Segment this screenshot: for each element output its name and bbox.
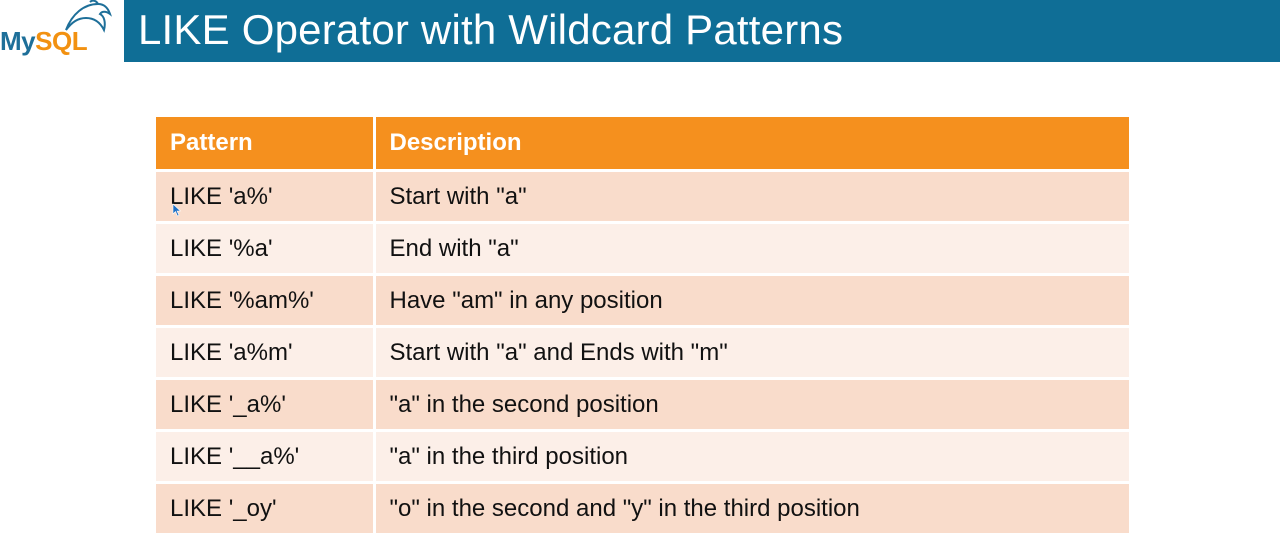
pattern-cell: LIKE '_oy' xyxy=(156,482,376,533)
logo-text-my: My xyxy=(0,26,36,56)
pattern-cell: LIKE 'a%' xyxy=(156,170,376,224)
header-bar xyxy=(124,0,1280,62)
description-cell: "a" in the third position xyxy=(374,430,1129,484)
slide-title: LIKE Operator with Wildcard Patterns xyxy=(138,6,844,53)
table-row: LIKE '__a%' "a" in the third position xyxy=(156,430,1129,484)
dolphin-icon xyxy=(65,0,112,33)
description-cell: Start with "a" and Ends with "m" xyxy=(374,326,1129,380)
description-cell: Start with "a" xyxy=(374,170,1129,224)
pattern-table: Pattern Description LIKE 'a%' Start with… xyxy=(156,117,1129,533)
pattern-table-container: Pattern Description LIKE 'a%' Start with… xyxy=(156,117,1129,533)
description-cell: End with "a" xyxy=(374,222,1129,276)
pattern-cell: LIKE '%a' xyxy=(156,222,376,276)
description-cell: "o" in the second and "y" in the third p… xyxy=(374,482,1129,533)
pattern-cell: LIKE '%am%' xyxy=(156,274,376,328)
table-row: LIKE '%am%' Have "am" in any position xyxy=(156,274,1129,328)
table-row: LIKE '_oy' "o" in the second and "y" in … xyxy=(156,482,1129,533)
table-row: LIKE '_a%' "a" in the second position xyxy=(156,378,1129,432)
pattern-cell: LIKE '_a%' xyxy=(156,378,376,432)
table-row: LIKE 'a%' Start with "a" xyxy=(156,170,1129,224)
mouse-cursor-icon xyxy=(172,203,182,217)
table-row: LIKE '%a' End with "a" xyxy=(156,222,1129,276)
description-cell: Have "am" in any position xyxy=(374,274,1129,328)
logo-text-sql: SQL xyxy=(35,26,88,56)
table-row: LIKE 'a%m' Start with "a" and Ends with … xyxy=(156,326,1129,380)
pattern-cell: LIKE 'a%m' xyxy=(156,326,376,380)
header-pattern: Pattern xyxy=(156,117,376,172)
description-cell: "a" in the second position xyxy=(374,378,1129,432)
pattern-cell: LIKE '__a%' xyxy=(156,430,376,484)
logo-text: MySQL xyxy=(0,26,88,57)
mysql-logo: MySQL xyxy=(0,0,124,62)
table-header-row: Pattern Description xyxy=(156,117,1129,172)
header-description: Description xyxy=(374,117,1129,172)
